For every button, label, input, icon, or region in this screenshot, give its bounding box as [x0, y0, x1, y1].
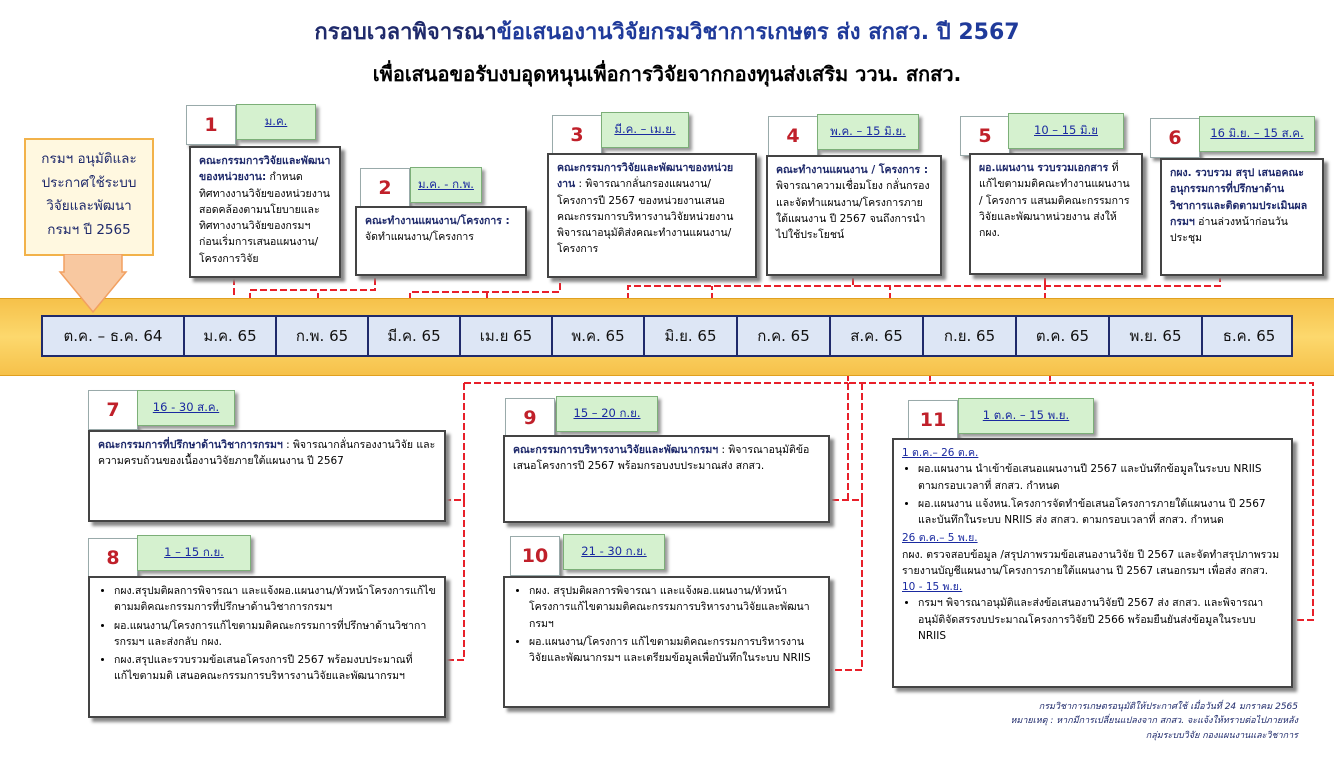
step-date: 21 - 30 ก.ย.: [563, 534, 665, 570]
step-number: 9: [505, 398, 555, 438]
timeline-months: ต.ค. – ธ.ค. 64 ม.ค. 65 ก.พ. 65 มี.ค. 65 …: [41, 315, 1293, 357]
step-11-list-1: ผอ.แผนงาน นำเข้าข้อเสนอแผนงานปี 2567 และ…: [902, 461, 1283, 528]
step-date: 16 มิ.ย. – 15 ส.ค.: [1199, 116, 1315, 152]
step-date: 16 - 30 ส.ค.: [137, 390, 235, 426]
list-item: กรมฯ พิจารณาอนุมัติและส่งข้อเสนองานวิจัย…: [918, 595, 1283, 644]
approval-callout: กรมฯ อนุมัติและ ประกาศใช้ระบบ วิจัยและพั…: [24, 138, 154, 256]
list-item: ผอ.แผนงาน นำเข้าข้อเสนอแผนงานปี 2567 และ…: [918, 461, 1283, 494]
month-cell: พ.ย. 65: [1110, 317, 1203, 355]
step-box-2: คณะทำงานแผนงาน/โครงการ : จัดทำแผนงาน/โคร…: [355, 206, 527, 276]
page-subtitle: เพื่อเสนอขอรับงบอุดหนุนเพื่อการวิจัยจากก…: [372, 62, 962, 86]
page-title: กรอบเวลาพิจารณาข้อเสนองานวิจัยกรมวิชาการ…: [314, 20, 1020, 45]
step-8-list: กผง.สรุปมติผลการพิจารณา และแจ้งผอ.แผนงาน…: [98, 583, 436, 685]
month-cell: มิ.ย. 65: [645, 317, 738, 355]
list-item: ผอ.แผนงาน/โครงการ แก้ไขตามมติคณะกรรมการบ…: [529, 634, 820, 667]
month-cell: ส.ค. 65: [831, 317, 924, 355]
down-arrow-icon: [58, 254, 128, 314]
step-date: ม.ค. - ก.พ.: [410, 167, 482, 203]
month-cell: เม.ย 65: [461, 317, 553, 355]
month-cell: ก.พ. 65: [277, 317, 369, 355]
step-date: 1 – 15 ก.ย.: [137, 535, 251, 571]
step-number: 4: [768, 116, 818, 156]
step-number: 11: [908, 400, 958, 440]
month-cell: ธ.ค. 65: [1222, 327, 1276, 345]
list-item: กผง.สรุปและรวบรวมข้อเสนอโครงการปี 2567 พ…: [114, 652, 436, 685]
step-number: 5: [960, 116, 1010, 156]
list-item: ผอ.แผนงาน แจ้งหน.โครงการจัดทำข้อเสนอโครง…: [918, 496, 1283, 529]
step-box-10: กผง. สรุปมติผลการพิจารณา และแจ้งผอ.แผนงา…: [503, 576, 830, 708]
month-cell: ต.ค. 65: [1017, 317, 1110, 355]
month-cell: ก.ย. 65: [924, 317, 1017, 355]
step-box-8: กผง.สรุปมติผลการพิจารณา และแจ้งผอ.แผนงาน…: [88, 576, 446, 718]
step-number: 7: [88, 390, 138, 430]
step-11-list-3: กรมฯ พิจารณาอนุมัติและส่งข้อเสนองานวิจัย…: [902, 595, 1283, 644]
month-cell: มี.ค. 65: [369, 317, 461, 355]
month-cell: ก.ค. 65: [738, 317, 831, 355]
step-date: มี.ค. – เม.ย.: [601, 112, 689, 148]
step-number: 1: [186, 105, 236, 145]
footer-notes: กรมวิชาการเกษตรอนุมัติให้ประกาศใช้ เมื่อ…: [1010, 702, 1298, 741]
step-box-4: คณะทำงานแผนงาน / โครงการ : พิจารณาความเช…: [766, 155, 942, 276]
step-number: 10: [510, 536, 560, 576]
step-date: พ.ค. – 15 มิ.ย.: [817, 114, 919, 150]
step-10-list: กผง. สรุปมติผลการพิจารณา และแจ้งผอ.แผนงา…: [513, 583, 820, 666]
step-box-5: ผอ.แผนงาน รวบรวมเอกสาร ที่แก้ไขตามมติคณะ…: [969, 153, 1143, 275]
step-box-11: 1 ต.ค.– 26 ต.ค. ผอ.แผนงาน นำเข้าข้อเสนอแ…: [892, 438, 1293, 688]
step-box-3: คณะกรรมการวิจัยและพัฒนาของหน่วยงาน : พิจ…: [547, 153, 757, 278]
step-box-1: คณะกรรมการวิจัยและพัฒนาของหน่วยงาน: กำหน…: [189, 146, 341, 278]
step-box-6: กผง. รวบรวม สรุป เสนอคณะอนุกรรมการที่ปรึ…: [1160, 158, 1324, 276]
step-date: 15 – 20 ก.ย.: [556, 396, 658, 432]
month-cell: ม.ค. 65: [185, 317, 277, 355]
step-date: 10 – 15 มิ.ย: [1008, 113, 1124, 149]
step-box-9: คณะกรรมการบริหารงานวิจัยและพัฒนากรมฯ : พ…: [503, 435, 830, 523]
step-number: 2: [360, 168, 410, 208]
step-date: 1 ต.ค. – 15 พ.ย.: [958, 398, 1094, 434]
step-box-7: คณะกรรมการที่ปรึกษาด้านวิชาการกรมฯ : พิจ…: [88, 430, 446, 522]
step-date: ม.ค.: [236, 104, 316, 140]
step-number: 8: [88, 538, 138, 578]
list-item: กผง.สรุปมติผลการพิจารณา และแจ้งผอ.แผนงาน…: [114, 583, 436, 616]
list-item: ผอ.แผนงาน/โครงการแก้ไขตามมติคณะกรรมการที…: [114, 618, 436, 651]
month-cell: ต.ค. – ธ.ค. 64: [43, 317, 185, 355]
month-cell: พ.ค. 65: [553, 317, 645, 355]
step-number: 6: [1150, 118, 1200, 158]
step-number: 3: [552, 115, 602, 155]
list-item: กผง. สรุปมติผลการพิจารณา และแจ้งผอ.แผนงา…: [529, 583, 820, 632]
